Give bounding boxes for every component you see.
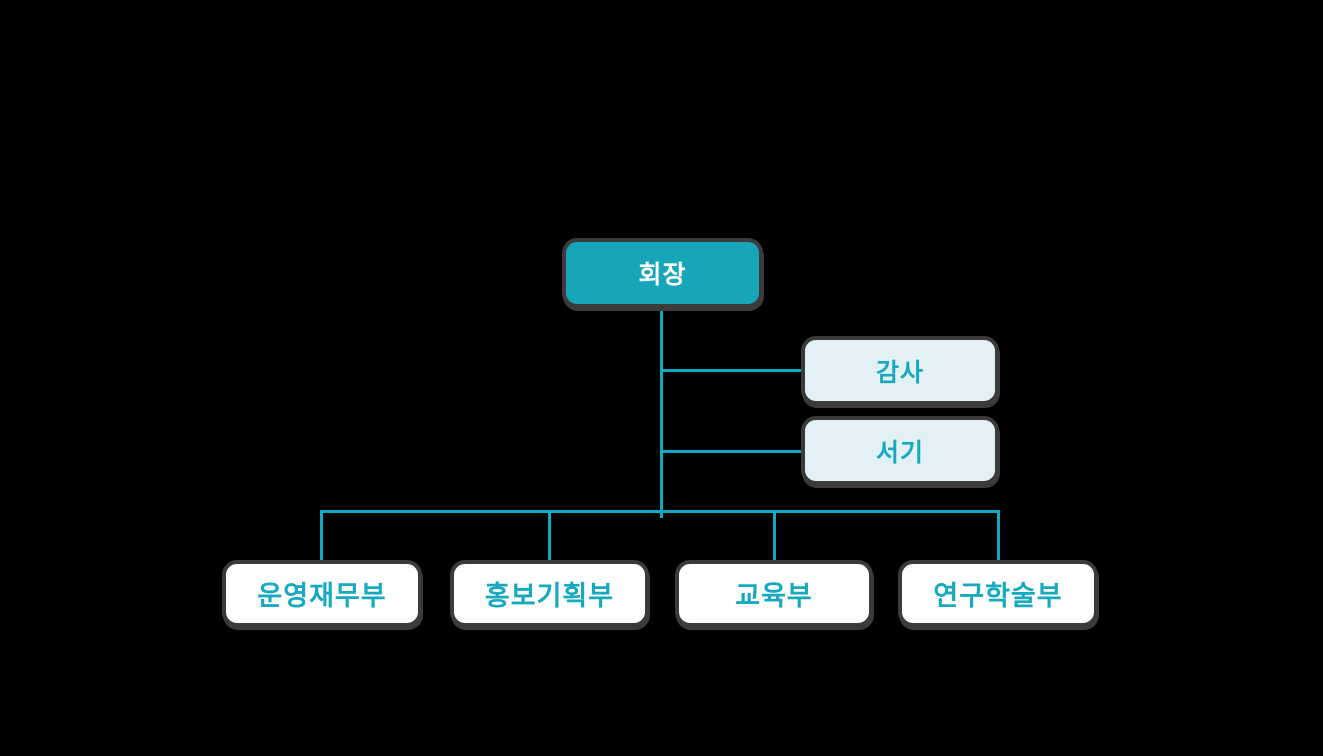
org-node-chairman-label: 회장 xyxy=(638,261,687,289)
connector-drop-pr-planning xyxy=(548,510,551,562)
connector-departments-bus xyxy=(321,510,1000,513)
connector-auditor-branch xyxy=(661,369,801,372)
org-node-chairman: 회장 xyxy=(562,238,763,308)
org-node-secretary: 서기 xyxy=(801,416,999,485)
connector-secretary-branch xyxy=(661,450,801,453)
org-node-research-academic-dept: 연구학술부 xyxy=(898,560,1098,627)
org-node-education-dept: 교육부 xyxy=(675,560,873,627)
org-node-secretary-label: 서기 xyxy=(875,438,924,467)
org-node-operations-finance-dept: 운영재무부 xyxy=(222,560,422,627)
org-node-pr-planning-label: 홍보기획부 xyxy=(484,581,615,611)
connector-drop-education xyxy=(773,510,776,562)
org-node-auditor: 감사 xyxy=(801,336,999,405)
org-node-auditor-label: 감사 xyxy=(875,358,924,387)
org-node-operations-finance-label: 운영재무부 xyxy=(257,581,387,611)
connector-root-vertical xyxy=(660,308,663,518)
org-node-research-academic-label: 연구학술부 xyxy=(933,581,1063,611)
connector-drop-research xyxy=(997,510,1000,562)
org-node-pr-planning-dept: 홍보기획부 xyxy=(450,560,649,627)
connector-drop-operations xyxy=(320,510,323,562)
org-node-education-label: 교육부 xyxy=(735,581,813,611)
